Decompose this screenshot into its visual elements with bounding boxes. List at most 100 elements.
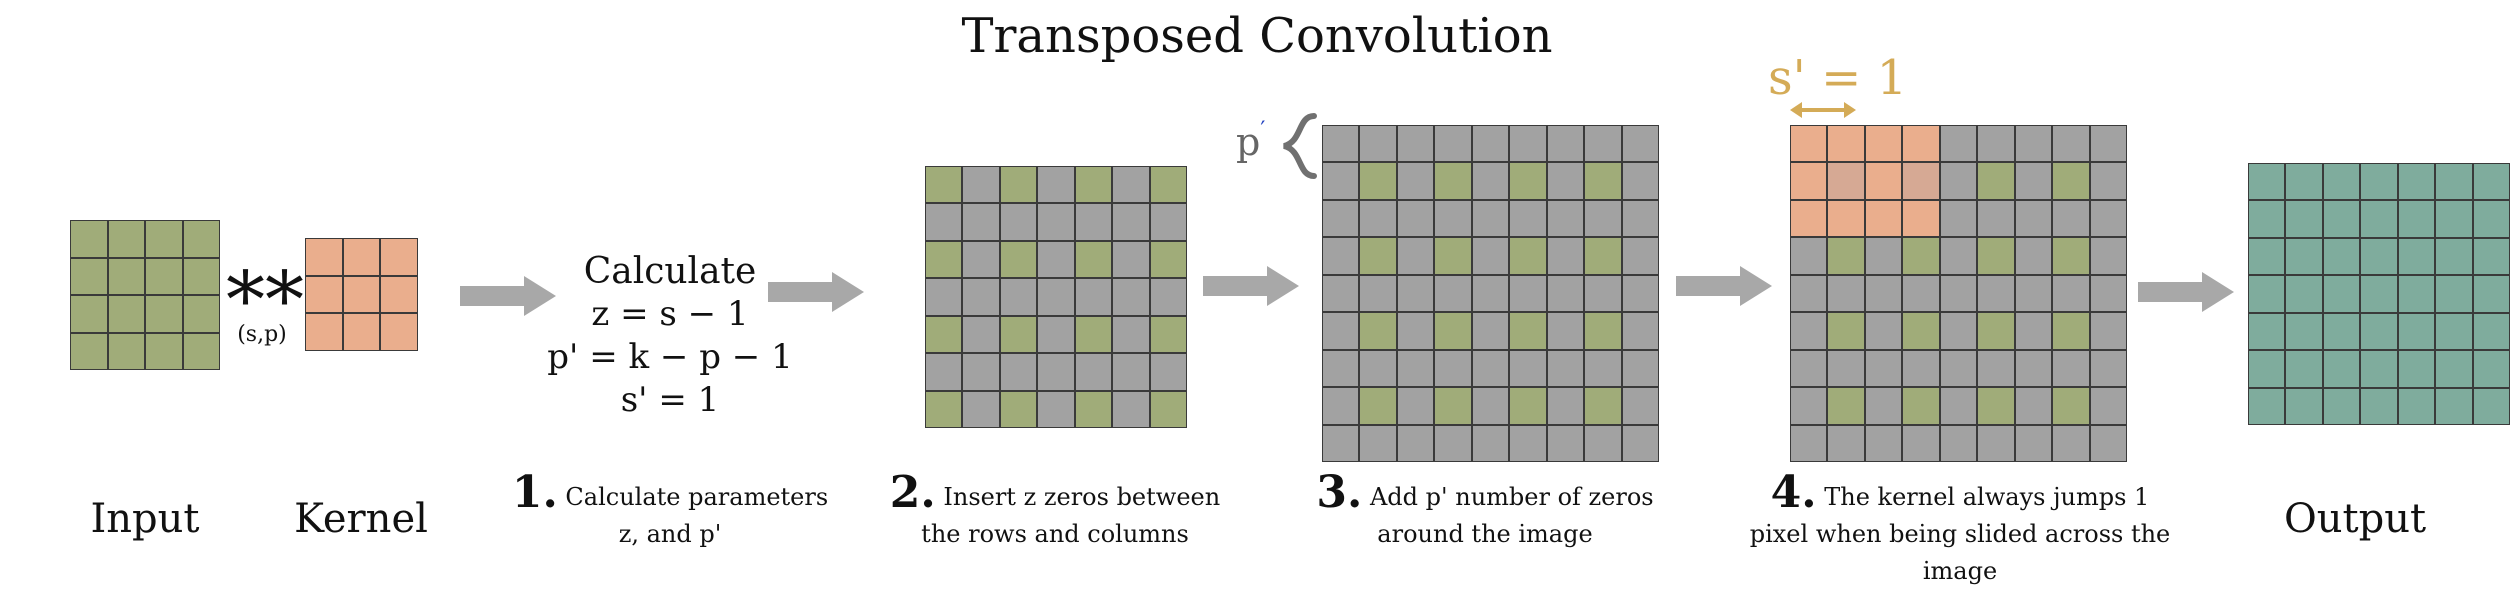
input-cell <box>145 257 183 295</box>
padded-cell <box>1359 199 1397 238</box>
output-cell <box>2397 163 2436 201</box>
output-cell <box>2397 312 2436 351</box>
output-cell <box>2285 237 2323 276</box>
slide-cell <box>1902 312 1940 350</box>
input-cell <box>107 257 145 295</box>
padded-cell <box>1434 424 1472 462</box>
padded-cell <box>1584 387 1622 425</box>
slide-cell <box>1790 199 1828 238</box>
padded-cell <box>1621 349 1659 388</box>
kernel-label: Kernel <box>294 496 428 542</box>
padded-cell <box>1359 424 1397 462</box>
slide-cell <box>1790 237 1828 275</box>
dilated-cell <box>1037 203 1075 241</box>
slide-cell <box>1902 199 1940 238</box>
padded-cell <box>1546 274 1585 313</box>
slide-cell <box>2014 237 2053 275</box>
slide-cell <box>1827 125 1865 163</box>
diagram-title: Transposed Convolution <box>961 8 1553 64</box>
curly-brace-icon <box>1282 113 1317 179</box>
output-cell <box>2360 163 2398 201</box>
dilated-cell <box>999 166 1038 204</box>
slide-cell <box>2014 125 2053 163</box>
dilated-cell <box>925 166 963 204</box>
output-cell <box>2322 237 2361 276</box>
dilated-cell <box>1074 166 1113 204</box>
dilated-cell <box>999 203 1038 241</box>
s-prime-label: s' = 1 <box>1768 50 1908 106</box>
slide-cell <box>1939 237 1978 275</box>
operator-params: (s,p) <box>237 322 287 347</box>
padded-cell <box>1584 424 1622 462</box>
padded-cell <box>1396 274 1435 313</box>
output-cell <box>2285 387 2323 425</box>
input-cell <box>145 220 183 258</box>
dilated-cell <box>999 240 1038 279</box>
input-grid <box>70 220 220 370</box>
input-cell <box>70 220 108 258</box>
slide-cell <box>1939 387 1978 425</box>
output-cell <box>2435 163 2473 201</box>
slide-cell <box>1827 312 1865 350</box>
output-cell <box>2285 163 2323 201</box>
output-cell <box>2248 237 2286 276</box>
slide-cell <box>1977 424 2015 462</box>
padded-cell <box>1584 349 1622 388</box>
padded-cell <box>1434 162 1472 200</box>
slide-cell <box>1977 349 2015 388</box>
padded-cell <box>1584 199 1622 238</box>
calculation-line-z: z = s − 1 <box>591 294 749 334</box>
padded-cell <box>1509 237 1547 275</box>
output-cell <box>2472 387 2510 425</box>
padded-cell <box>1584 162 1622 200</box>
slide-cell <box>2089 125 2127 163</box>
step-1-caption: 1. Calculate parameters z, and p' <box>500 471 840 553</box>
p-prime-label: p′ <box>1236 118 1265 164</box>
padded-cell <box>1584 237 1622 275</box>
padded-cell <box>1621 125 1659 163</box>
output-cell <box>2472 237 2510 276</box>
slide-cell <box>2052 312 2090 350</box>
output-cell <box>2360 387 2398 425</box>
slide-cell <box>2014 312 2053 350</box>
output-cell <box>2322 275 2361 313</box>
slide-cell <box>2052 199 2090 238</box>
output-cell <box>2248 350 2286 388</box>
dilated-cell <box>925 315 963 354</box>
slide-cell <box>1977 387 2015 425</box>
slide-cell <box>1864 162 1903 200</box>
slide-cell <box>1864 199 1903 238</box>
slide-cell <box>2052 237 2090 275</box>
output-cell <box>2397 237 2436 276</box>
slide-cell <box>1977 162 2015 200</box>
step-3-caption: 3. Add p' number of zeros around the ima… <box>1300 471 1670 553</box>
output-cell <box>2435 200 2473 238</box>
slide-cell <box>1864 274 1903 313</box>
padded-cell <box>1396 199 1435 238</box>
output-cell <box>2435 387 2473 425</box>
slide-cell <box>1827 237 1865 275</box>
dilated-cell <box>1149 315 1187 354</box>
output-cell <box>2322 312 2361 351</box>
slide-cell <box>1827 199 1865 238</box>
padded-cell <box>1322 349 1360 388</box>
input-cell <box>182 220 220 258</box>
output-cell <box>2360 350 2398 388</box>
padded-grid <box>1322 125 1659 462</box>
input-cell <box>145 332 183 370</box>
output-cell <box>2285 275 2323 313</box>
kernel-cell <box>380 275 418 314</box>
dilated-cell <box>1149 390 1187 428</box>
output-cell <box>2397 200 2436 238</box>
slide-cell <box>1827 349 1865 388</box>
dilated-cell <box>1149 240 1187 279</box>
dilated-cell <box>1074 240 1113 279</box>
padded-cell <box>1471 387 1510 425</box>
padded-cell <box>1359 125 1397 163</box>
padded-cell <box>1396 237 1435 275</box>
padded-cell <box>1359 162 1397 200</box>
output-cell <box>2285 350 2323 388</box>
padded-cell <box>1471 162 1510 200</box>
zero-inserted-grid <box>925 166 1187 428</box>
kernel-cell <box>342 275 381 314</box>
